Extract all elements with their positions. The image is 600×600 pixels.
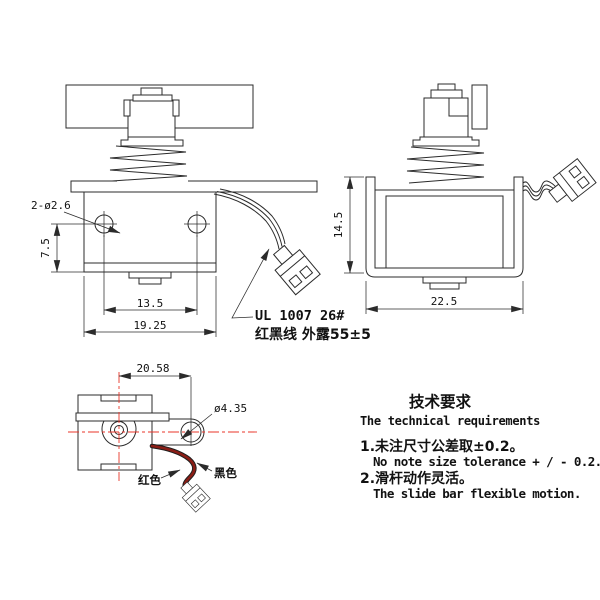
label-black-wire: 黑色 (214, 466, 237, 480)
dim-14-5: 14.5 (332, 212, 345, 239)
dim-19-25: 19.25 (133, 319, 166, 332)
requirements-title-zh: 技术要求 (409, 392, 472, 411)
plunger-body-side (423, 97, 469, 138)
hole-callout-front: 2-ø2.6 (31, 199, 71, 212)
mounting-hole-left (91, 211, 117, 237)
dim-7-5: 7.5 (39, 238, 52, 258)
front-view: 7.5 13.5 19.25 2-ø2.6 (31, 84, 321, 337)
wire-red (150, 444, 196, 489)
connector-plug-side (548, 158, 597, 203)
requirement-item1-zh: 1.未注尺寸公差取±0.2。 (360, 438, 524, 455)
requirements-title-en: The technical requirements (360, 414, 540, 428)
wire-note-line1: UL 1007 26# (255, 308, 345, 324)
dim-13-5: 13.5 (137, 297, 164, 310)
technical-requirements: 技术要求 The technical requirements 1.未注尺寸公差… (360, 392, 600, 501)
hole-callout-top: ø4.35 (214, 402, 247, 415)
lead-wires (213, 188, 286, 250)
bracket-bar (75, 412, 170, 422)
wire-note-line2: 红黑线 外露55±5 (255, 326, 371, 343)
connector-plug-front (272, 244, 321, 296)
flange (70, 180, 318, 193)
top-view: 20.58 ø4.35 黑色 红色 (68, 362, 257, 513)
dim-20-58: 20.58 (136, 362, 169, 375)
spring-side (406, 146, 485, 184)
requirement-item1-en: No note size tolerance + / - 0.2. (373, 454, 600, 469)
plunger-body (127, 99, 176, 138)
plunger-flag (471, 84, 488, 130)
plunger-top-view (101, 420, 137, 447)
requirement-item2-en: The slide bar flexible motion. (373, 486, 581, 501)
mounting-hole-right (184, 211, 210, 237)
spring (109, 145, 188, 182)
side-view: 14.5 22.5 (332, 83, 597, 314)
frame-side (365, 176, 524, 290)
wire-spec-note: UL 1007 26# 红黑线 外露55±5 (231, 248, 371, 343)
label-red-wire: 红色 (138, 473, 161, 487)
connector-plug-top (180, 481, 211, 513)
requirement-item2-zh: 2.滑杆动作灵活。 (360, 470, 473, 487)
dim-22-5: 22.5 (431, 295, 458, 308)
